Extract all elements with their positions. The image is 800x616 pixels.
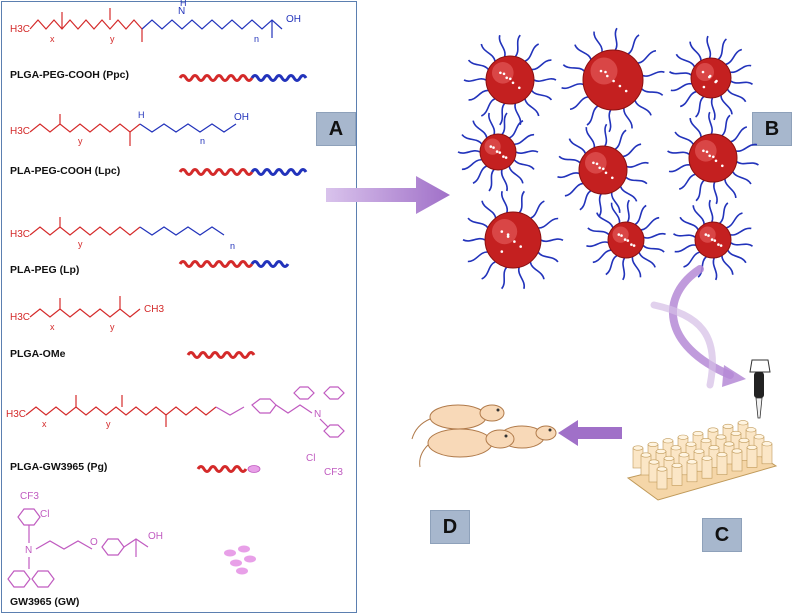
nanoparticle-icon	[557, 123, 649, 217]
svg-text:OH: OH	[286, 14, 301, 25]
nanoparticle-icon	[669, 35, 753, 121]
structure-pla-peg-cooh: H3C y H n OH	[10, 110, 249, 146]
structure-plga-ome: H3C x y CH3	[10, 296, 164, 332]
svg-text:Cl: Cl	[40, 509, 49, 520]
svg-text:N: N	[314, 409, 321, 420]
nanoparticle-icon	[586, 199, 666, 281]
chain-red-blue-icon	[178, 168, 308, 176]
nanoparticle-icon	[462, 190, 564, 290]
svg-text:CF3: CF3	[20, 491, 39, 502]
svg-text:y: y	[110, 322, 115, 332]
structure-label: PLA-PEG-COOH (Lpc)	[10, 165, 121, 177]
svg-text:H3C: H3C	[6, 409, 26, 420]
structure-label: PLGA-OMe	[10, 348, 66, 360]
svg-text:H3C: H3C	[10, 126, 30, 137]
svg-text:y: y	[106, 419, 111, 429]
nanoparticle-icon	[667, 111, 759, 205]
structure-label: PLGA-GW3965 (Pg)	[10, 461, 108, 473]
svg-text:H: H	[180, 0, 187, 8]
svg-text:y: y	[110, 34, 115, 44]
svg-text:OH: OH	[234, 112, 249, 123]
panel-label-d: D	[430, 510, 470, 544]
svg-text:Cl: Cl	[306, 453, 315, 464]
nanoparticle-icon	[457, 112, 539, 192]
svg-text:y: y	[78, 239, 83, 249]
svg-text:x: x	[42, 419, 47, 429]
svg-text:n: n	[230, 241, 235, 251]
chain-red-icon	[186, 351, 256, 359]
structure-label: PLA-PEG (Lp)	[10, 264, 80, 276]
svg-text:x: x	[50, 34, 55, 44]
svg-text:n: n	[254, 34, 259, 44]
svg-text:x: x	[50, 322, 55, 332]
chain-red-blue-icon	[178, 74, 308, 82]
arrow-a-to-b-icon	[326, 176, 450, 214]
panel-label-c: C	[702, 518, 742, 552]
svg-text:n: n	[200, 136, 205, 146]
chain-red-blue-icon	[178, 260, 290, 268]
panel-label-a: A	[316, 112, 356, 146]
svg-text:H3C: H3C	[10, 312, 30, 323]
arrow-c-to-d-icon	[558, 420, 622, 446]
svg-text:O: O	[90, 537, 98, 548]
curved-arrow-icon	[650, 265, 746, 389]
structure-gw3965: CF3 Cl N O OH	[7, 491, 256, 588]
svg-text:y: y	[78, 136, 83, 146]
structure-plga-peg-cooh: H3C x y N H n OH	[10, 0, 301, 44]
chain-red-drug-icon	[196, 465, 261, 473]
structures-panel: H3C x y N H n OH PLGA-PEG-COOH (Ppc) H3C…	[1, 0, 357, 613]
structure-label: GW3965 (GW)	[10, 596, 80, 608]
structure-plga-gw3965: H3C x y N Cl CF3	[6, 386, 345, 478]
mouse-icon	[411, 404, 557, 468]
nanoparticle-icon	[561, 27, 665, 133]
svg-text:CH3: CH3	[144, 304, 164, 315]
svg-text:N: N	[178, 6, 185, 17]
svg-text:OH: OH	[148, 531, 163, 542]
structure-pla-peg: H3C y n	[10, 217, 235, 251]
well-plate-icon	[626, 420, 778, 501]
svg-text:H3C: H3C	[10, 229, 30, 240]
structure-label: PLGA-PEG-COOH (Ppc)	[10, 69, 130, 81]
svg-text:H: H	[138, 110, 145, 120]
svg-text:H3C: H3C	[10, 24, 30, 35]
nanoparticle-icon	[463, 34, 557, 126]
panel-label-b: B	[752, 112, 792, 146]
svg-text:N: N	[25, 545, 32, 556]
pipette-icon	[749, 359, 771, 419]
svg-text:CF3: CF3	[324, 467, 343, 478]
